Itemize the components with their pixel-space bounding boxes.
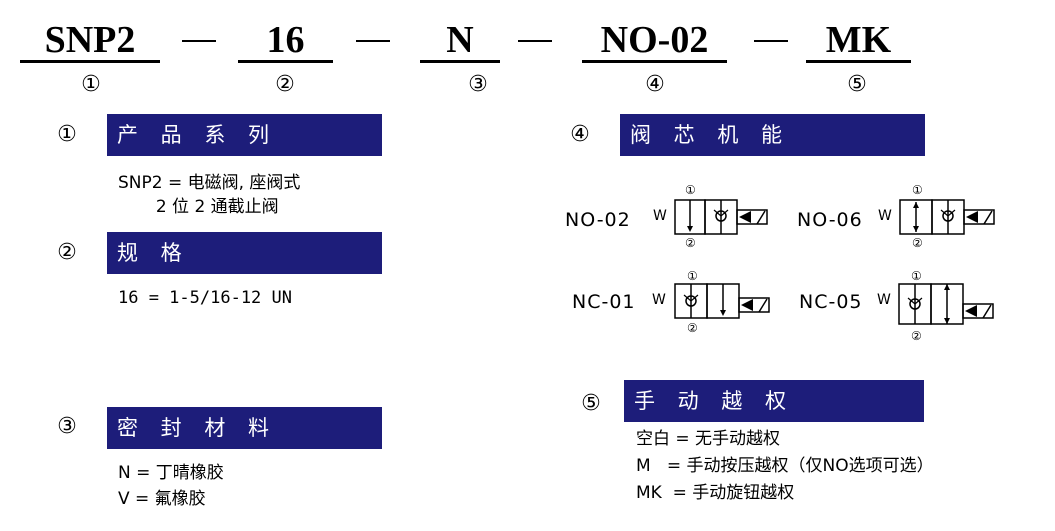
section-number: ②: [57, 240, 77, 265]
code-part-size: 16: [266, 19, 305, 61]
code-underline: [20, 60, 160, 63]
port-label: ①: [685, 183, 696, 197]
section-header: 密 封 材 料: [107, 407, 382, 449]
port-label: ②: [687, 321, 698, 335]
section-line: 2 位 2 通截止阀: [118, 197, 279, 217]
section-number: ③: [57, 414, 77, 439]
section-line: MK = 手动旋钮越权: [636, 483, 795, 503]
code-dash: [182, 40, 216, 42]
port-label: ②: [912, 236, 923, 250]
valve-symbol-nc-05: NC-05 W ① ②: [799, 269, 994, 343]
port-label: ②: [911, 329, 922, 343]
section-number: ①: [57, 122, 77, 147]
code-dash: [754, 40, 788, 42]
code-part-function: NO-02: [600, 19, 709, 61]
port-label: ①: [911, 269, 922, 283]
valve-label: NO-02: [565, 209, 631, 231]
port-label: ②: [685, 236, 696, 250]
code-index-2: ②: [275, 72, 295, 97]
section-number: ⑤: [581, 391, 601, 416]
code-part-override: MK: [825, 19, 892, 61]
spring-label: W: [877, 292, 892, 308]
section-line: SNP2 = 电磁阀, 座阀式: [118, 173, 301, 193]
section-line: M = 手动按压越权（仅NO选项可选）: [636, 456, 934, 476]
code-index-5: ⑤: [847, 72, 867, 97]
code-dash: [518, 40, 552, 42]
valve-label: NO-06: [797, 209, 863, 231]
code-underline: [806, 60, 911, 63]
section-line: V = 氟橡胶: [118, 489, 206, 509]
spring-label: W: [878, 208, 893, 224]
code-dash: [356, 40, 390, 42]
valve-label: NC-05: [799, 291, 863, 313]
section-line: 16 = 1-5/16-12 UN: [118, 288, 292, 308]
code-index-3: ③: [468, 72, 488, 97]
section-header: 产 品 系 列: [107, 114, 382, 156]
section-line: N = 丁晴橡胶: [118, 463, 224, 483]
valve-symbol-no-06: NO-06 W ① ②: [797, 183, 995, 250]
code-part-series: SNP2: [44, 19, 136, 61]
valve-symbol-no-02: NO-02 W ① ②: [565, 183, 768, 250]
code-underline: [238, 60, 333, 63]
valve-symbol-nc-01: NC-01 W ① ②: [572, 269, 770, 335]
code-part-seal: N: [446, 19, 474, 61]
section-header: 阀 芯 机 能: [620, 114, 925, 156]
section-number: ④: [570, 122, 590, 147]
port-label: ①: [912, 183, 923, 197]
port-label: ①: [687, 269, 698, 283]
code-index-4: ④: [645, 72, 665, 97]
spring-label: W: [652, 292, 667, 308]
section-header: 手 动 越 权: [624, 380, 924, 422]
spring-label: W: [653, 208, 668, 224]
code-index-1: ①: [81, 72, 101, 97]
code-underline: [420, 60, 500, 63]
code-underline: [582, 60, 727, 63]
section-line: 空白 = 无手动越权: [636, 429, 781, 449]
valve-label: NC-01: [572, 291, 636, 313]
section-header: 规 格: [107, 232, 382, 274]
